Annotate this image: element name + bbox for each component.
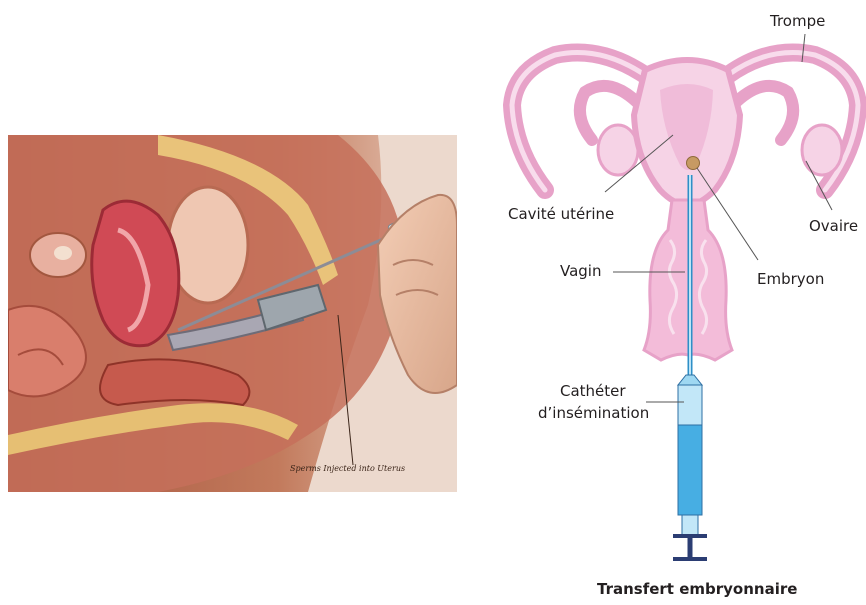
ovary-right bbox=[802, 125, 842, 175]
label-embryon: Embryon bbox=[757, 270, 824, 288]
illustration-caption: Sperms Injected into Uterus bbox=[290, 464, 405, 473]
syringe-tip bbox=[678, 375, 702, 385]
syringe-thumb-rest bbox=[673, 557, 707, 561]
label-trompe: Trompe bbox=[770, 12, 825, 30]
ovary-follicle bbox=[54, 246, 72, 260]
syringe-barrel-filled bbox=[678, 425, 702, 515]
insemination-illustration bbox=[8, 135, 457, 492]
syringe-flange bbox=[673, 534, 707, 538]
label-catheter-line1: Cathéter bbox=[560, 382, 626, 400]
syringe-barrel-empty bbox=[678, 385, 702, 425]
label-cavite-uterine: Cavité utérine bbox=[508, 205, 614, 223]
label-ovaire: Ovaire bbox=[809, 217, 858, 235]
embryo bbox=[687, 157, 700, 170]
label-vagin: Vagin bbox=[560, 262, 601, 280]
syringe-plunger bbox=[682, 515, 698, 535]
ovary-left bbox=[598, 125, 638, 175]
diagram-caption: Transfert embryonnaire bbox=[597, 580, 797, 598]
embryo-transfer-diagram bbox=[500, 0, 866, 605]
label-catheter-line2: d’insémination bbox=[538, 404, 649, 422]
